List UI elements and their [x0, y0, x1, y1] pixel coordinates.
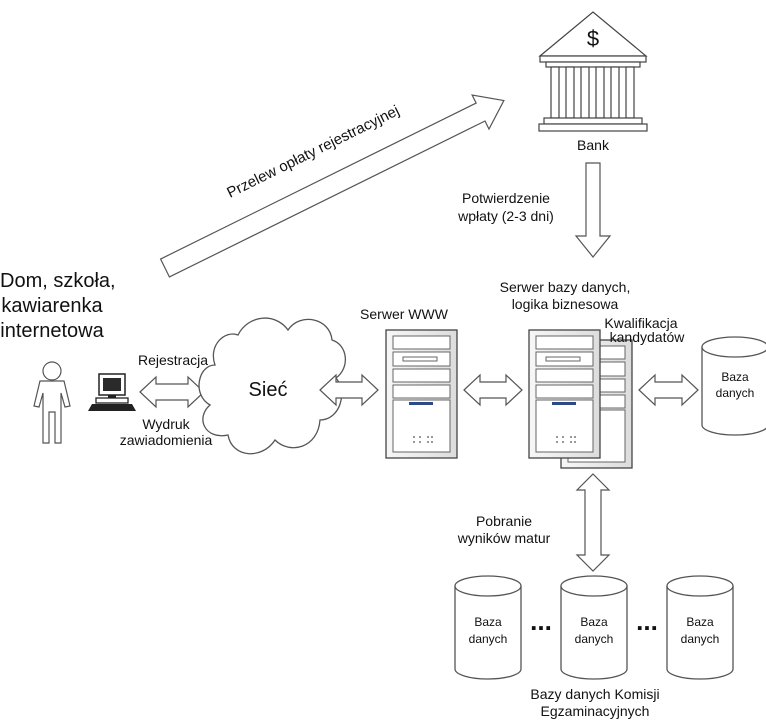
www-server-label: Serwer WWW: [360, 306, 448, 322]
commission-db-1-line2: danych: [468, 632, 508, 646]
location-label-line2: kawiarenka: [1, 295, 103, 317]
printout-label: Wydruk zawiadomienia: [96, 416, 236, 448]
commission-db-3-line2: danych: [680, 632, 720, 646]
registration-double-arrow: [139, 375, 205, 409]
database-label-line1: Baza: [721, 370, 749, 384]
bank-label: Bank: [577, 137, 609, 153]
db-server-label-line2: logika biznesowa: [511, 296, 619, 312]
commission-database-icon-2: [560, 575, 628, 680]
network-cloud: [198, 317, 346, 455]
confirm-label: Potwierdzenie wpłaty (2-3 dni): [436, 189, 576, 225]
location-label: Dom, szkoła, kawiarenka internetowa: [0, 269, 116, 344]
database-label-line2: danych: [715, 386, 755, 400]
registration-label: Rejestracja: [137, 352, 209, 368]
commission-db-1-line1: Baza: [474, 615, 502, 629]
download-label-line2: wyników matur: [457, 530, 551, 546]
www-server-icon: [385, 329, 458, 459]
network-www-double-arrow: [319, 373, 379, 407]
location-label-line1: Dom, szkoła,: [0, 270, 116, 292]
qualification-label-line2: kandydatów: [609, 329, 685, 345]
commission-db-2-line2: danych: [574, 632, 614, 646]
confirm-label-line2: wpłaty (2-3 dni): [458, 208, 554, 224]
computer-icon: [88, 373, 136, 411]
bank-dollar-sign: $: [587, 26, 599, 51]
commission-db-2-line1: Baza: [580, 615, 608, 629]
qualification-label: Kwalifikacja kandydatów: [586, 316, 696, 344]
database-icon: [701, 336, 766, 436]
confirm-arrow: [574, 162, 612, 258]
network-label: Sieć: [248, 379, 288, 401]
db-server-label: Serwer bazy danych, logika biznesowa: [470, 279, 660, 313]
commission-db-2-label: Baza danych: [561, 614, 627, 648]
confirm-label-line1: Potwierdzenie: [462, 190, 550, 206]
printout-label-line2: zawiadomienia: [119, 432, 213, 448]
person-icon: [33, 361, 71, 444]
commission-db-1-label: Baza danych: [455, 614, 521, 648]
commission-label-line1: Bazy danych Komisji: [530, 686, 660, 702]
printout-label-line1: Wydruk: [142, 416, 190, 432]
download-double-arrow: [575, 473, 611, 572]
commission-label-line2: Egzaminacyjnych: [540, 703, 650, 719]
db-server-icon: [528, 329, 601, 459]
commission-db-3-label: Baza danych: [667, 614, 733, 648]
server-db-double-arrow: [638, 373, 699, 407]
db-server-label-line1: Serwer bazy danych,: [499, 279, 631, 295]
commission-database-icon-3: [666, 575, 734, 680]
ellipsis-2: ...: [636, 606, 658, 636]
commission-label: Bazy danych Komisji Egzaminacyjnych: [480, 686, 710, 720]
ellipsis-1: ...: [530, 606, 552, 636]
database-label: Baza danych: [702, 369, 766, 401]
qualification-label-line1: Kwalifikacja: [604, 315, 678, 331]
location-label-line3: internetowa: [0, 320, 104, 342]
bank-icon: [538, 11, 648, 132]
download-label: Pobranie wyników matur: [432, 513, 576, 547]
www-db-double-arrow: [463, 373, 523, 407]
transfer-arrow: [159, 94, 505, 278]
commission-database-icon-1: [454, 575, 522, 680]
download-label-line1: Pobranie: [475, 513, 533, 529]
commission-db-3-line1: Baza: [686, 615, 714, 629]
